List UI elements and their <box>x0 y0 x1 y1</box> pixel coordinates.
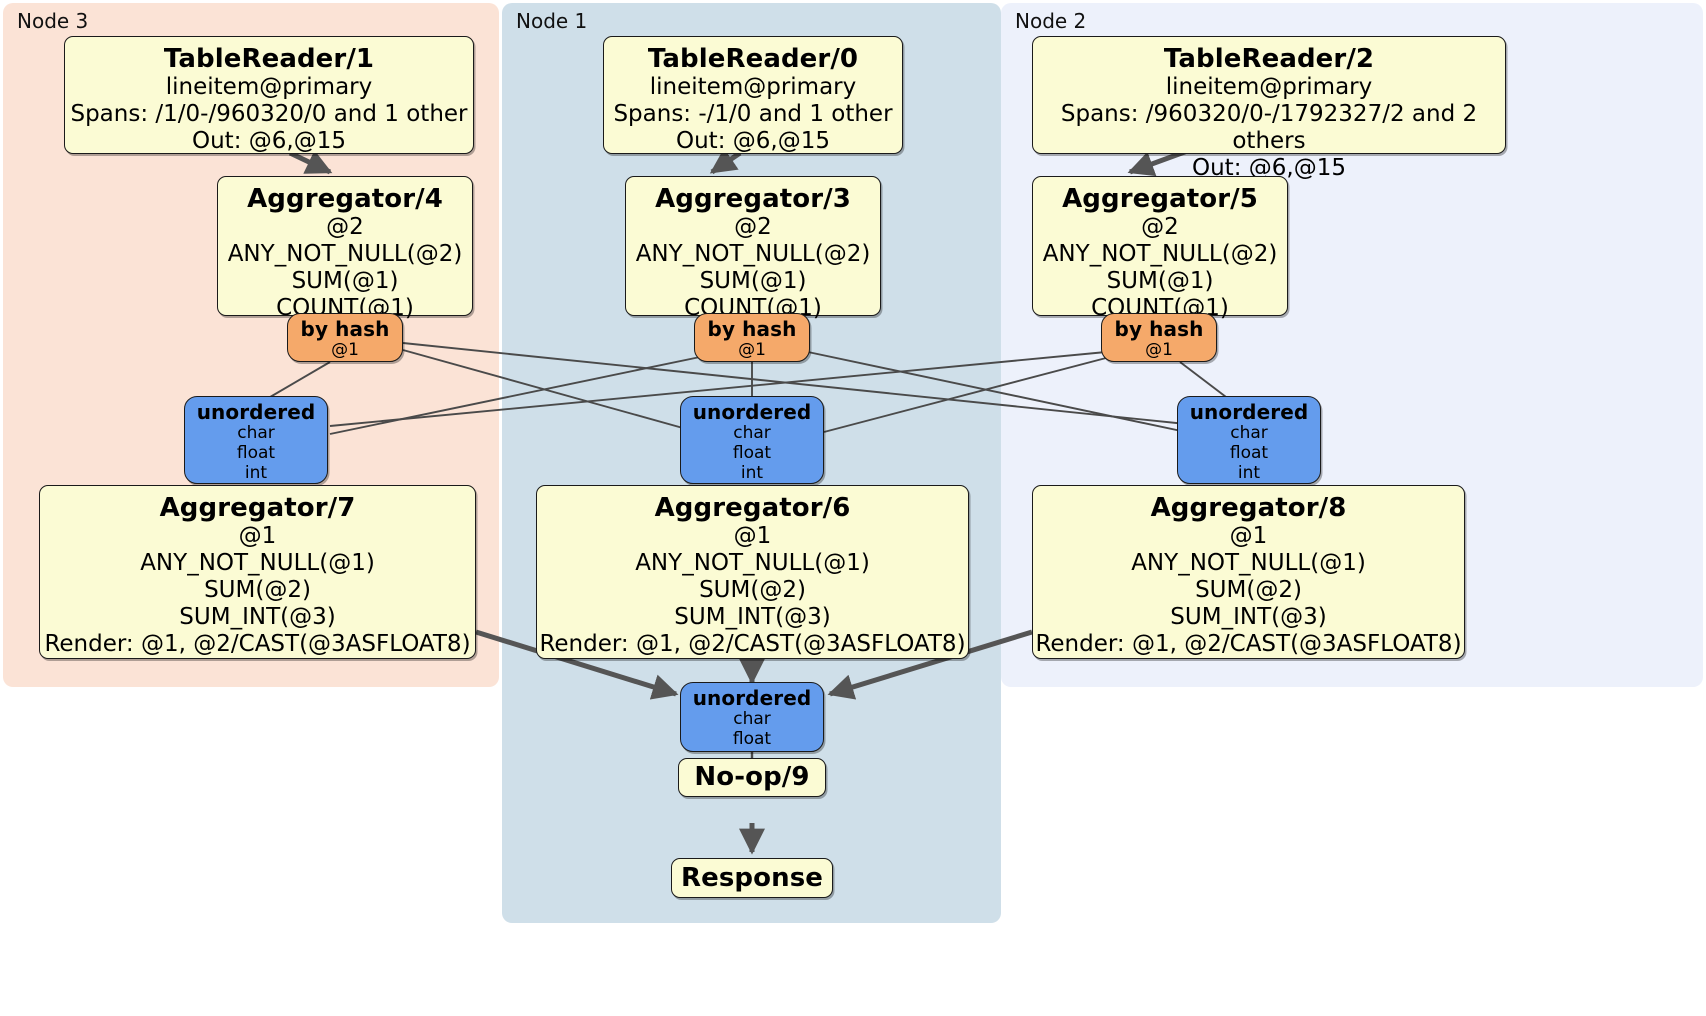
node-title: Aggregator/5 <box>1062 184 1258 214</box>
receiver-type-line: char <box>733 709 771 730</box>
receiver-type-line: char <box>1230 423 1268 444</box>
receiver-title: unordered <box>1189 400 1309 424</box>
node-detail-line: lineitem@primary <box>649 74 857 101</box>
node-detail-line: SUM(@2) <box>1195 577 1302 604</box>
node-detail-line: lineitem@primary <box>1165 74 1373 101</box>
receiver-type-line: char <box>237 423 275 444</box>
node-title: Aggregator/8 <box>1150 493 1347 523</box>
node-detail-line: SUM(@2) <box>204 577 311 604</box>
node-response[interactable]: Response <box>671 858 833 898</box>
node-detail-line: Out: @6,@15 <box>676 128 830 155</box>
node-tablereader0[interactable]: TableReader/0 lineitem@primary Spans: -/… <box>603 36 903 154</box>
node-detail-line: @1 <box>1229 523 1268 550</box>
receiver-type-line: char <box>733 423 771 444</box>
receiver-unordered-aggregator6[interactable]: unordered char float int <box>680 396 824 484</box>
node-detail-line: SUM(@1) <box>699 268 807 295</box>
receiver-unordered-aggregator8[interactable]: unordered char float int <box>1177 396 1321 484</box>
node-detail-line: SUM_INT(@3) <box>1170 604 1327 631</box>
node-aggregator8[interactable]: Aggregator/8 @1 ANY_NOT_NULL(@1) SUM(@2)… <box>1032 485 1465 659</box>
router-byhash-aggregator4[interactable]: by hash @1 <box>287 313 403 362</box>
node-title: Response <box>680 862 824 893</box>
node-panel-label-node2: Node 2 <box>1015 9 1087 33</box>
node-detail-line: @1 <box>238 523 277 550</box>
router-byhash-aggregator5[interactable]: by hash @1 <box>1101 313 1217 362</box>
node-detail-line: @1 <box>733 523 772 550</box>
node-detail-line: SUM_INT(@3) <box>674 604 831 631</box>
node-title: Aggregator/7 <box>159 493 356 523</box>
node-detail-line: lineitem@primary <box>165 74 373 101</box>
receiver-type-line: float <box>732 729 772 750</box>
receiver-unordered-final[interactable]: unordered char float <box>680 682 824 752</box>
node-detail-line: Spans: /1/0-/960320/0 and 1 other <box>70 101 468 128</box>
receiver-type-line: int <box>244 463 268 484</box>
node-noop9[interactable]: No-op/9 <box>678 758 826 797</box>
node-title: No-op/9 <box>694 762 810 793</box>
node-aggregator3[interactable]: Aggregator/3 @2 ANY_NOT_NULL(@2) SUM(@1)… <box>625 176 881 321</box>
node-title: TableReader/1 <box>163 44 375 74</box>
node-detail-line: ANY_NOT_NULL(@2) <box>227 241 463 268</box>
router-detail-line: @1 <box>331 340 359 361</box>
receiver-type-line: float <box>732 443 772 464</box>
receiver-type-line: int <box>740 463 764 484</box>
node-title: Aggregator/4 <box>247 184 443 214</box>
node-detail-line: ANY_NOT_NULL(@2) <box>635 241 871 268</box>
node-title: Aggregator/3 <box>655 184 851 214</box>
node-title: TableReader/2 <box>1163 44 1375 74</box>
node-detail-line: ANY_NOT_NULL(@1) <box>140 550 375 577</box>
router-byhash-aggregator3[interactable]: by hash @1 <box>694 313 810 362</box>
node-aggregator6[interactable]: Aggregator/6 @1 ANY_NOT_NULL(@1) SUM(@2)… <box>536 485 969 659</box>
node-detail-line: Out: @6,@15 <box>192 128 346 155</box>
node-detail-line: ANY_NOT_NULL(@1) <box>1131 550 1366 577</box>
node-aggregator7[interactable]: Aggregator/7 @1 ANY_NOT_NULL(@1) SUM(@2)… <box>39 485 476 659</box>
node-tablereader2[interactable]: TableReader/2 lineitem@primary Spans: /9… <box>1032 36 1506 181</box>
receiver-title: unordered <box>196 400 316 424</box>
receiver-unordered-aggregator7[interactable]: unordered char float int <box>184 396 328 484</box>
receiver-type-line: float <box>236 443 276 464</box>
node-detail-line: @2 <box>734 214 772 241</box>
node-tablereader1[interactable]: TableReader/1 lineitem@primary Spans: /1… <box>64 36 474 154</box>
node-aggregator4[interactable]: Aggregator/4 @2 ANY_NOT_NULL(@2) SUM(@1)… <box>217 176 473 321</box>
node-title: Aggregator/6 <box>654 493 851 523</box>
node-detail-line: @2 <box>1141 214 1179 241</box>
node-aggregator5[interactable]: Aggregator/5 @2 ANY_NOT_NULL(@2) SUM(@1)… <box>1032 176 1288 321</box>
node-panel-label-node3: Node 3 <box>17 9 89 33</box>
node-detail-line: SUM(@1) <box>1106 268 1214 295</box>
node-render-line: Render: @1, @2/CAST(@3ASFLOAT8) <box>539 631 966 658</box>
node-detail-line: @2 <box>326 214 364 241</box>
receiver-type-line: int <box>1237 463 1261 484</box>
node-render-line: Render: @1, @2/CAST(@3ASFLOAT8) <box>1035 631 1462 658</box>
node-detail-line: Spans: -/1/0 and 1 other <box>613 101 893 128</box>
router-detail-line: @1 <box>1145 340 1173 361</box>
router-title: by hash <box>707 317 797 341</box>
node-title: TableReader/0 <box>647 44 859 74</box>
router-title: by hash <box>1114 317 1204 341</box>
node-detail-line: SUM(@1) <box>291 268 399 295</box>
node-detail-line: Spans: /960320/0-/1792327/2 and 2 others <box>1060 101 1478 155</box>
node-render-line: Render: @1, @2/CAST(@3ASFLOAT8) <box>44 631 471 658</box>
receiver-title: unordered <box>692 686 812 710</box>
receiver-type-line: float <box>1229 443 1269 464</box>
node-detail-line: SUM(@2) <box>699 577 806 604</box>
router-title: by hash <box>300 317 390 341</box>
receiver-title: unordered <box>692 400 812 424</box>
node-detail-line: ANY_NOT_NULL(@2) <box>1042 241 1278 268</box>
node-detail-line: ANY_NOT_NULL(@1) <box>635 550 870 577</box>
node-detail-line: SUM_INT(@3) <box>179 604 336 631</box>
router-detail-line: @1 <box>738 340 766 361</box>
node-panel-label-node1: Node 1 <box>516 9 588 33</box>
